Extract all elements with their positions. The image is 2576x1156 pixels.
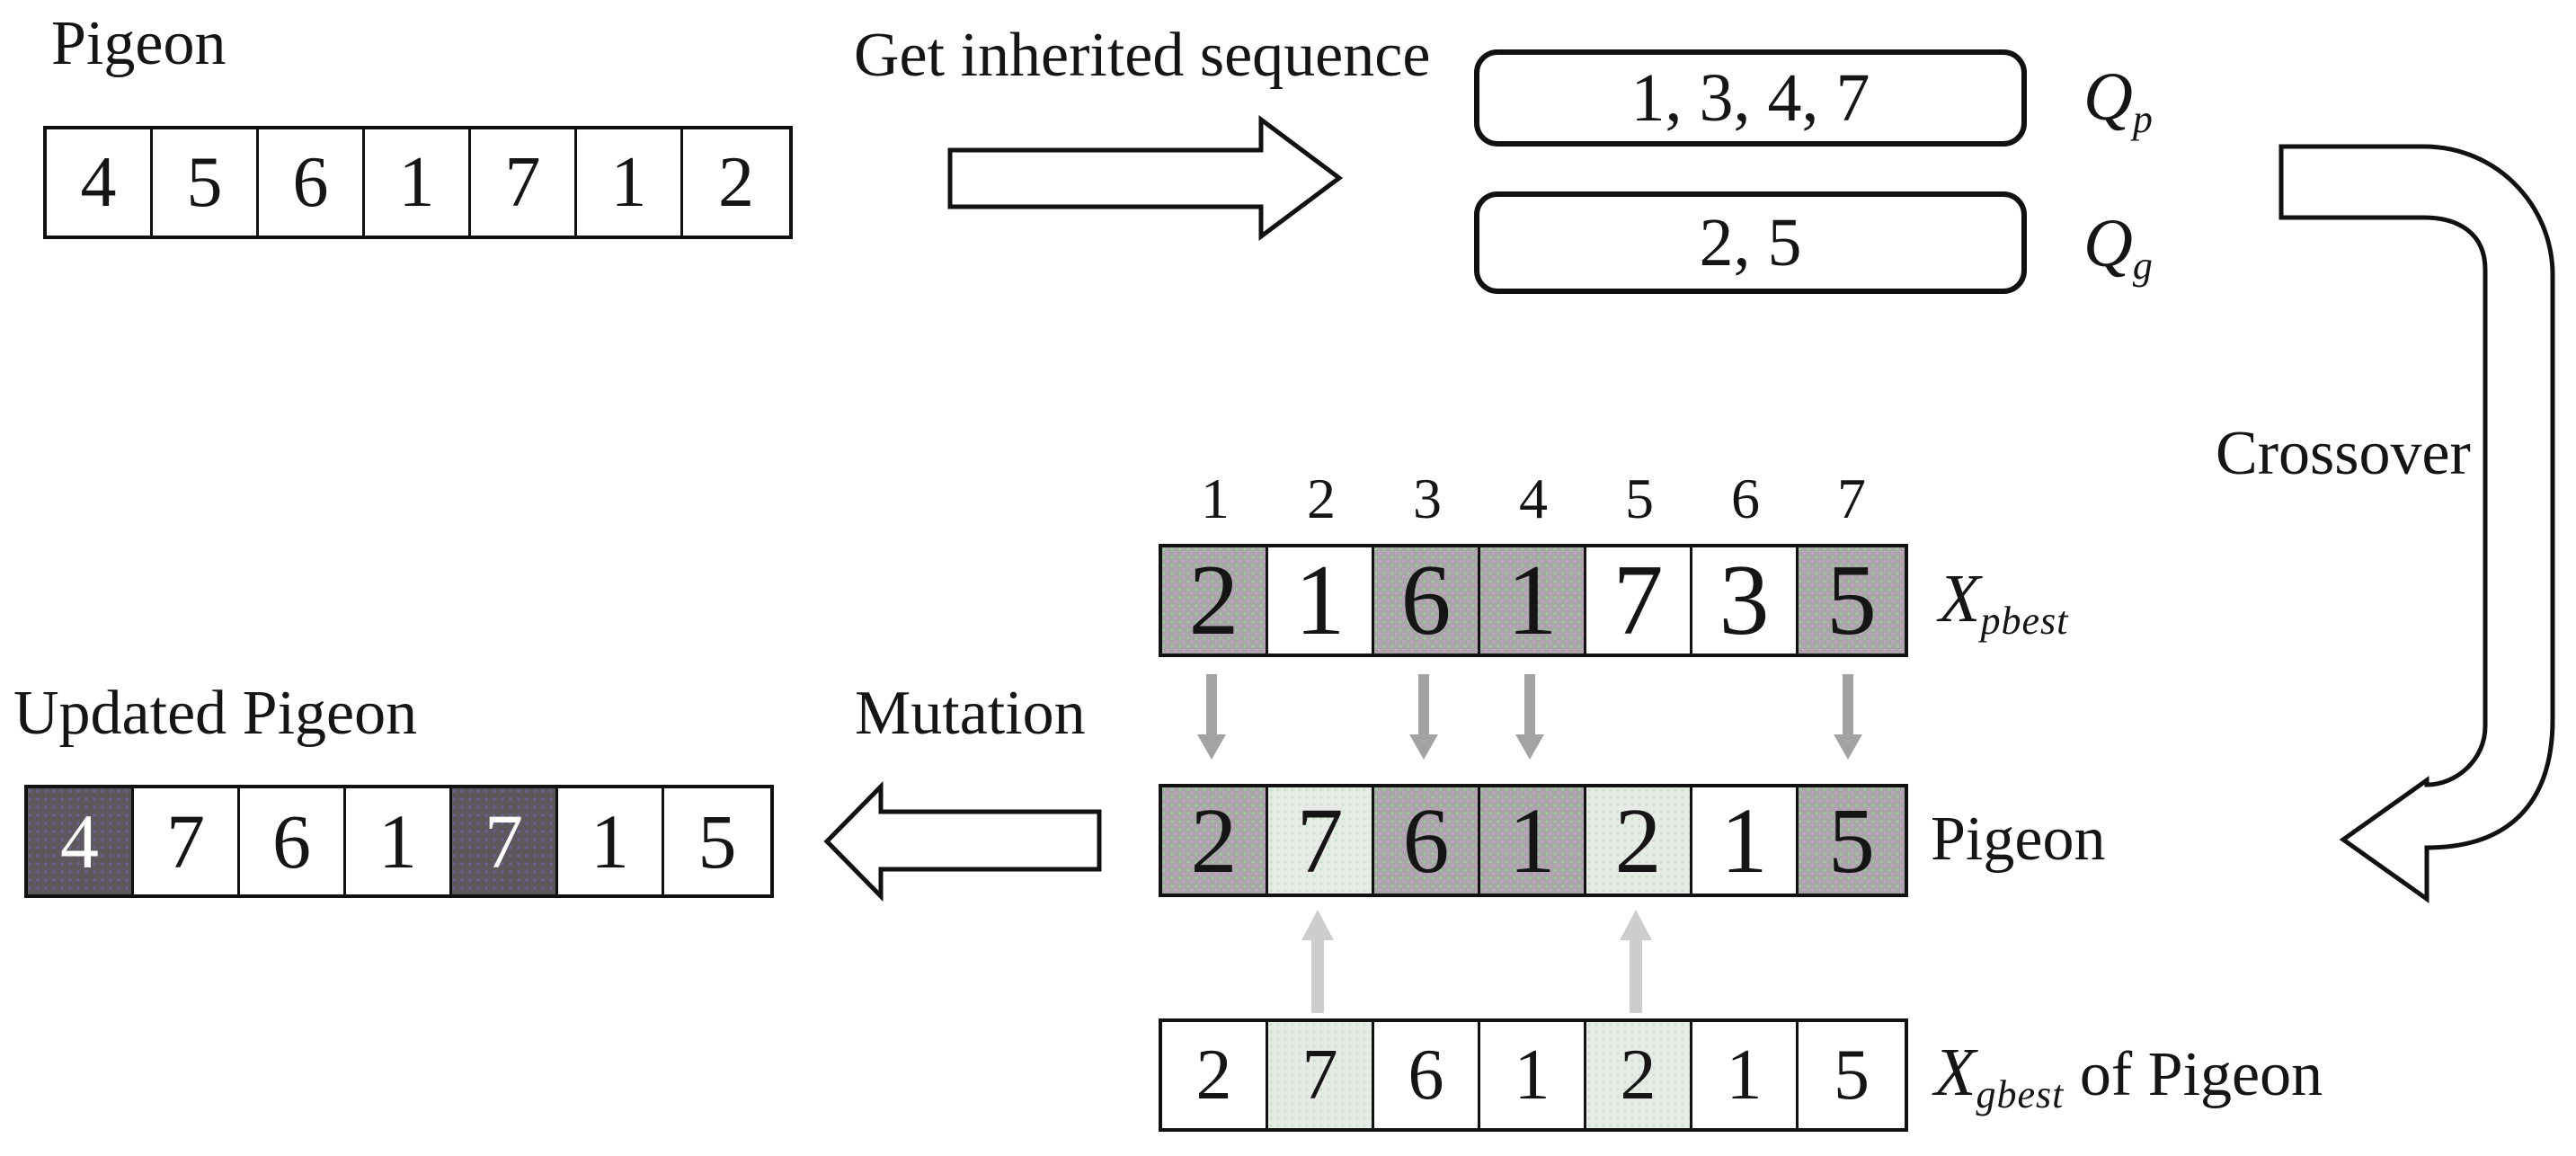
inherit-down-arrow (1409, 674, 1438, 760)
mutate-up-arrow (1301, 910, 1334, 1013)
qg-subscript: g (2132, 244, 2154, 288)
crossover-arrow (2278, 144, 2555, 903)
sequence-cell: 4 (47, 129, 153, 236)
sequence-cell: 4 (28, 788, 134, 894)
qp-subscript: p (2132, 97, 2154, 141)
updated-pigeon-label: Updated Pigeon (13, 679, 418, 748)
sequence-cell: 7 (1586, 545, 1692, 656)
sequence-cell: 6 (1731, 467, 1760, 530)
inherit-down-arrow (1197, 674, 1226, 760)
sequence-cell: 4 (1519, 467, 1548, 530)
sequence-cell: 6 (1374, 1022, 1480, 1128)
sequence-cell: 6 (1374, 545, 1480, 656)
xgbest-suffix: of Pigeon (2064, 1040, 2323, 1109)
mutation-label: Mutation (855, 679, 1086, 748)
pigeon-top-label: Pigeon (51, 9, 227, 78)
sequence-cell: 7 (134, 788, 240, 894)
sequence-cell: 2 (1586, 1022, 1692, 1128)
sequence-cell: 2 (1162, 1022, 1268, 1128)
qp-label: Qp (2083, 63, 2154, 139)
sequence-cell: 5 (1799, 787, 1905, 894)
crossover-label: Crossover (2216, 419, 2471, 488)
sequence-cell: 5 (153, 129, 259, 236)
sequence-cell: 2 (1162, 787, 1268, 894)
inherit-mutate-arrows (1197, 674, 1862, 1013)
xpbest-label: Xpbest (1939, 565, 2068, 641)
xgbest-base: X (1934, 1035, 1976, 1110)
xpbest-subscript: pbest (1980, 599, 2069, 643)
sequence-cell: 6 (240, 788, 346, 894)
qp-base: Q (2083, 59, 2133, 135)
sequence-cell: 1 (1480, 787, 1586, 894)
xgbest-label: Xgbest of Pigeon (1934, 1038, 2323, 1115)
xpbest-base: X (1939, 561, 1981, 636)
sequence-cell: 1 (365, 129, 471, 236)
sequence-cell: 1 (577, 129, 683, 236)
sequence-cell: 1 (1480, 545, 1586, 656)
inherit-down-arrow (1515, 674, 1544, 760)
sequence-cell: 1 (346, 788, 452, 894)
sequence-cell: 5 (1625, 467, 1654, 530)
sequence-cell: 7 (1268, 1022, 1374, 1128)
sequence-cell: 2 (1586, 787, 1692, 894)
position-index-row: 1 2 3 4 5 6 7 (1162, 467, 1905, 530)
sequence-cell: 1 (1692, 1022, 1799, 1128)
sequence-cell: 1 (1268, 545, 1374, 656)
mutation-arrow (823, 780, 1102, 903)
sequence-cell: 7 (1268, 787, 1374, 894)
sequence-cell: 7 (1837, 467, 1866, 530)
sequence-cell: 6 (1374, 787, 1480, 894)
sequence-cell: 7 (471, 129, 577, 236)
sequence-cell: 3 (1692, 545, 1799, 656)
qg-base: Q (2083, 206, 2133, 281)
get-inherited-arrow (947, 115, 1344, 241)
sequence-cell: 5 (664, 788, 770, 894)
inherit-down-arrow (1834, 674, 1862, 760)
xgbest-subscript: gbest (1976, 1072, 2065, 1116)
sequence-cell: 1 (558, 788, 664, 894)
sequence-cell: 5 (1799, 1022, 1905, 1128)
get-inherited-label: Get inherited sequence (854, 21, 1431, 90)
sequence-cell: 1 (1692, 787, 1799, 894)
sequence-cell: 1 (1201, 467, 1230, 530)
sequence-cell: 3 (1413, 467, 1442, 530)
sequence-cell: 7 (452, 788, 558, 894)
sequence-cell: 2 (1162, 545, 1268, 656)
qp-sequence-box: 1, 3, 4, 7 (1474, 49, 2027, 147)
sequence-cell: 2 (1307, 467, 1336, 530)
sequence-cell: 5 (1799, 545, 1905, 656)
sequence-cell: 6 (259, 129, 365, 236)
pigeon-mid-label: Pigeon (1931, 805, 2106, 874)
mutate-up-arrow (1620, 910, 1652, 1013)
sequence-cell: 1 (1480, 1022, 1586, 1128)
qg-label: Qg (2083, 209, 2154, 286)
sequence-cell: 2 (683, 129, 789, 236)
qg-sequence-box: 2, 5 (1474, 191, 2027, 294)
